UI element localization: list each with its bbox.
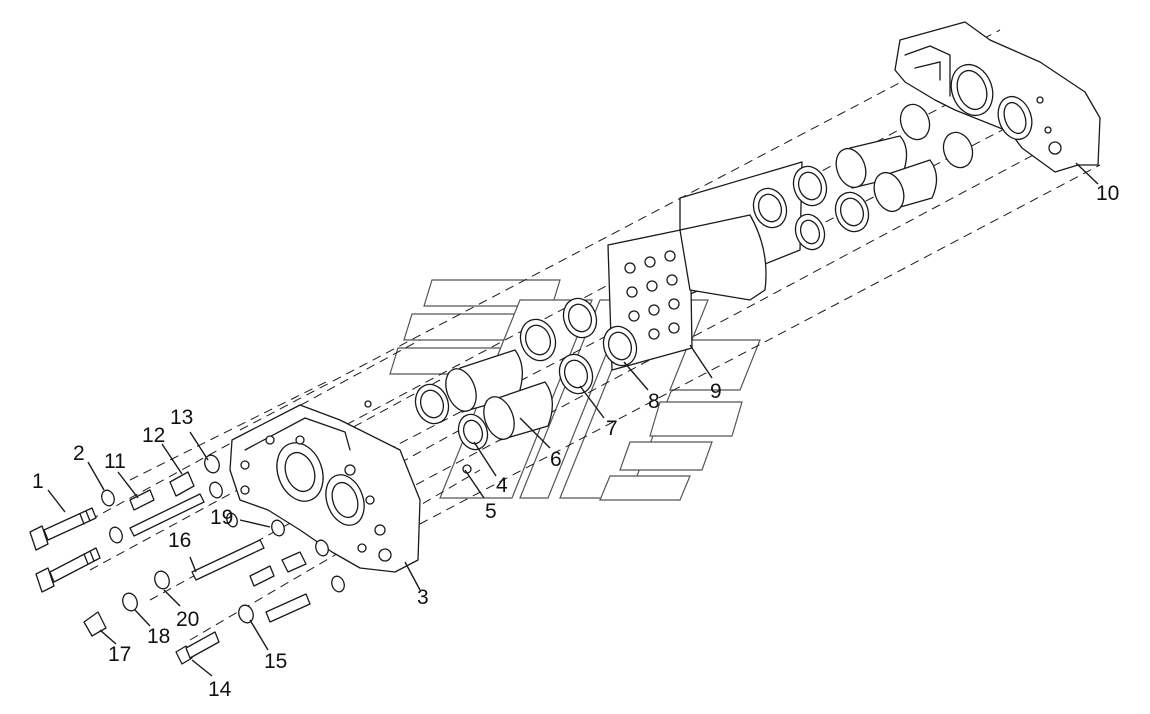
callout-4: 4 <box>496 474 508 497</box>
front-housing-part-3 <box>229 404 421 573</box>
callout-7: 7 <box>606 417 618 440</box>
callout-5: 5 <box>485 500 497 523</box>
callout-10: 10 <box>1096 182 1119 205</box>
callout-20: 20 <box>176 608 199 631</box>
rear-housing-part-10 <box>894 21 1101 173</box>
callout-18: 18 <box>147 625 170 648</box>
bushings-and-rings <box>364 103 974 474</box>
callout-3: 3 <box>417 586 429 609</box>
leader-lines <box>47 162 1099 677</box>
callout-6: 6 <box>550 448 562 471</box>
callout-19: 19 <box>210 506 233 529</box>
callout-16: 16 <box>168 529 191 552</box>
callout-2: 2 <box>73 442 85 465</box>
callout-13: 13 <box>170 406 193 429</box>
callout-14: 14 <box>208 678 232 701</box>
callout-17: 17 <box>108 643 131 666</box>
callout-15: 15 <box>264 650 287 673</box>
callout-labels: 1 2 3 4 5 6 7 8 9 10 11 12 13 14 15 16 1… <box>32 182 1119 701</box>
callout-12: 12 <box>142 424 165 447</box>
callout-9: 9 <box>710 380 722 403</box>
callout-8: 8 <box>648 390 660 413</box>
callout-11: 11 <box>104 450 126 473</box>
callout-1: 1 <box>32 470 44 493</box>
fasteners <box>29 454 345 665</box>
